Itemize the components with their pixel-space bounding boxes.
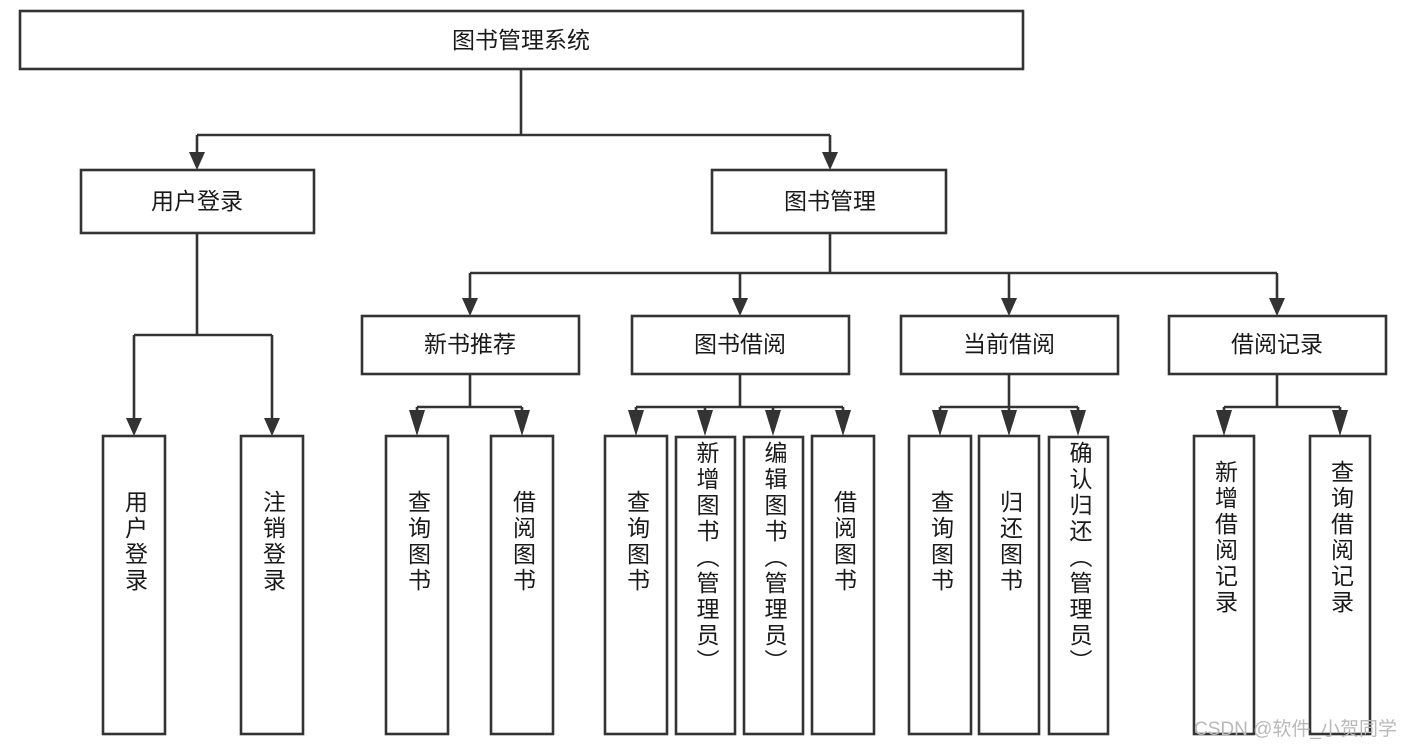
node-leaf-query-record[interactable] — [1308, 434, 1372, 736]
node-leaf-logout-login[interactable] — [239, 434, 305, 736]
arrow-head-leaf-add-book — [697, 410, 713, 436]
node-user-login[interactable] — [79, 168, 316, 235]
node-leaf-add-record[interactable] — [1192, 434, 1256, 736]
node-leaf-return-book[interactable] — [977, 434, 1041, 736]
node-leaf-edit-book[interactable] — [742, 435, 805, 736]
arrow-head-leaf-user-login — [126, 418, 142, 436]
node-book-manage[interactable] — [710, 168, 948, 235]
node-leaf-query-book-3[interactable] — [907, 434, 973, 736]
arrow-head-leaf-return-book — [1001, 410, 1017, 436]
node-book-manage-label: 图书管理 — [784, 188, 876, 214]
node-leaf-user-login[interactable] — [101, 434, 167, 736]
arrow-head-leaf-edit-book — [765, 410, 781, 436]
node-layer: 图书管理系统 用户登录 图书管理 新书推荐 图书借阅 当前借阅 借阅记录 — [18, 9, 1388, 736]
node-new-book-rec-label: 新书推荐 — [424, 331, 516, 357]
node-borrow-record[interactable] — [1167, 314, 1388, 376]
arrow-head-leaf-query-book-1 — [409, 410, 425, 436]
arrow-head-new-book-rec — [462, 298, 478, 316]
node-root[interactable] — [18, 9, 1025, 71]
arrow-head-leaf-logout-login — [264, 418, 280, 436]
arrow-head-current-borrow — [1001, 298, 1017, 316]
node-leaf-confirm-return[interactable] — [1047, 435, 1110, 736]
arrow-head-leaf-confirm-return — [1070, 410, 1086, 436]
arrow-head-leaf-query-book-3 — [932, 410, 948, 436]
node-leaf-add-book[interactable] — [674, 435, 737, 736]
node-leaf-borrow-book-2[interactable] — [810, 434, 876, 736]
arrow-head-leaf-query-book-2 — [628, 410, 644, 436]
node-current-borrow-label: 当前借阅 — [963, 331, 1055, 357]
arrow-head-leaf-add-record — [1216, 410, 1232, 436]
node-leaf-borrow-book-1[interactable] — [489, 434, 555, 736]
arrow-head-user-login — [189, 152, 205, 170]
node-user-login-label: 用户登录 — [151, 188, 243, 214]
connector-layer — [126, 69, 1348, 436]
node-root-label: 图书管理系统 — [452, 27, 590, 53]
node-book-borrow-label: 图书借阅 — [694, 331, 786, 357]
arrow-head-leaf-borrow-book-1 — [514, 410, 530, 436]
node-leaf-query-book-2[interactable] — [603, 434, 669, 736]
node-book-borrow[interactable] — [630, 314, 851, 376]
arrow-head-book-borrow — [732, 298, 748, 316]
node-new-book-rec[interactable] — [360, 314, 581, 376]
node-leaf-query-book-1[interactable] — [384, 434, 450, 736]
arrow-head-book-manage — [822, 152, 838, 170]
node-borrow-record-label: 借阅记录 — [1231, 331, 1323, 357]
node-current-borrow[interactable] — [899, 314, 1120, 376]
arrow-head-leaf-borrow-book-2 — [835, 410, 851, 436]
arrow-head-leaf-query-record — [1332, 410, 1348, 436]
arrow-head-borrow-record — [1269, 298, 1285, 316]
